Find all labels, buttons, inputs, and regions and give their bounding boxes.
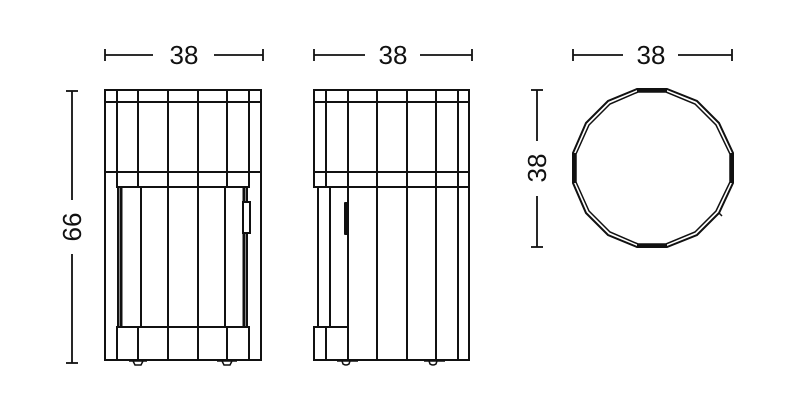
front-feet (129, 360, 237, 366)
top-outline-inner (575, 91, 731, 245)
front-door-handle (242, 201, 251, 234)
side-width-dimension: 38 (313, 40, 473, 70)
top-depth-dimension: 38 (522, 89, 552, 248)
top-width-label: 38 (637, 40, 666, 70)
top-handle-nub (718, 212, 723, 217)
top-view: 38 38 (522, 40, 734, 248)
front-body-outline (104, 89, 262, 361)
top-depth-label: 38 (522, 154, 552, 183)
side-door-edge (317, 186, 331, 328)
front-width-dimension: 38 (104, 40, 264, 70)
front-base-slats (116, 326, 250, 361)
front-height-label: 66 (57, 213, 87, 242)
front-width-label: 38 (170, 40, 199, 70)
side-feet (337, 360, 445, 366)
front-height-dimension: 66 (57, 90, 87, 364)
side-width-label: 38 (379, 40, 408, 70)
side-base (313, 326, 470, 361)
front-view: 38 66 (57, 40, 264, 366)
front-upper-slats (116, 89, 250, 188)
top-width-dimension: 38 (572, 40, 733, 70)
side-view: 38 (313, 40, 473, 366)
top-outline-outer (572, 88, 734, 248)
side-door-handle (344, 202, 348, 235)
front-door-panel (117, 186, 248, 328)
